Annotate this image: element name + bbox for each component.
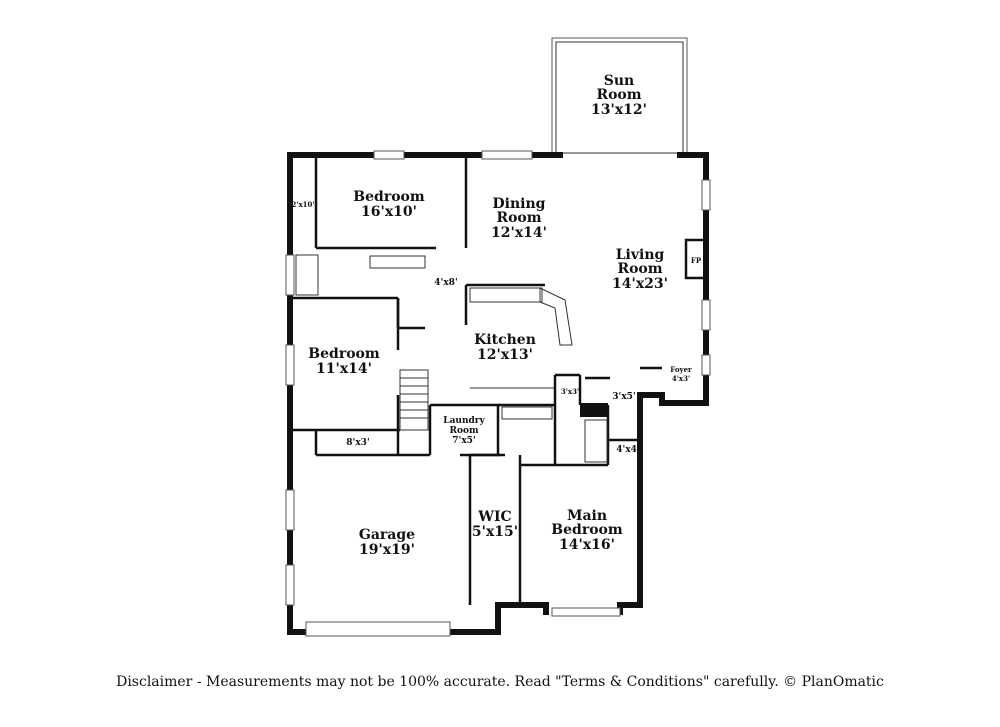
svg-text:14'x23': 14'x23'	[612, 276, 668, 292]
room-label-dining-room: Dining Room 12'x14'	[491, 196, 547, 241]
svg-text:5'x15': 5'x15'	[472, 524, 518, 540]
svg-text:Room: Room	[496, 210, 541, 226]
svg-text:Kitchen: Kitchen	[474, 332, 536, 348]
room-label-bedroom-top: Bedroom 16'x10'	[353, 189, 425, 220]
svg-text:12'x14': 12'x14'	[491, 225, 547, 241]
svg-text:Room: Room	[596, 87, 641, 103]
svg-text:4'x3': 4'x3'	[672, 374, 690, 383]
label-hall: 4'x8'	[434, 278, 457, 288]
svg-text:WIC: WIC	[477, 509, 511, 525]
svg-text:16'x10': 16'x10'	[361, 204, 417, 220]
stairs	[399, 369, 429, 431]
label-closet-3x5: 3'x5'	[612, 392, 635, 402]
interior-walls	[290, 158, 708, 605]
svg-text:19'x19': 19'x19'	[359, 542, 415, 558]
svg-text:Bedroom: Bedroom	[353, 189, 425, 205]
room-label-laundry-room: Laundry Room 7'x5'	[443, 416, 485, 446]
label-fireplace: FP	[691, 256, 702, 265]
room-label-wic: WIC 5'x15'	[472, 509, 518, 540]
room-label-kitchen: Kitchen 12'x13'	[474, 332, 536, 363]
sun-room-walls	[551, 37, 688, 154]
label-closet-3x3: 3'x3'	[561, 387, 579, 396]
svg-text:Laundry: Laundry	[443, 416, 485, 426]
svg-text:13'x12': 13'x12'	[591, 102, 647, 118]
room-label-bedroom-left: Bedroom 11'x14'	[308, 346, 380, 377]
room-label-sun-room: Sun Room 13'x12'	[591, 73, 647, 118]
svg-text:14'x16': 14'x16'	[559, 537, 615, 553]
room-label-living-room: Living Room 14'x23'	[612, 247, 668, 292]
svg-text:Garage: Garage	[359, 527, 415, 543]
svg-text:Foyer: Foyer	[670, 365, 692, 374]
label-closet-left: 8'x3'	[346, 438, 369, 448]
room-label-main-bedroom: Main Bedroom 14'x16'	[551, 508, 623, 553]
svg-text:Bedroom: Bedroom	[308, 346, 380, 362]
svg-text:11'x14': 11'x14'	[316, 361, 372, 377]
svg-text:Dining: Dining	[493, 196, 546, 212]
room-label-garage: Garage 19'x19'	[359, 527, 415, 558]
svg-text:Bedroom: Bedroom	[551, 522, 623, 538]
svg-text:Room: Room	[449, 426, 478, 436]
svg-text:Main: Main	[567, 508, 607, 524]
label-closet-top: 2'x10'	[291, 200, 314, 209]
svg-text:Room: Room	[617, 261, 662, 277]
svg-text:Living: Living	[616, 247, 665, 263]
svg-text:Sun: Sun	[604, 73, 634, 89]
room-label-foyer: Foyer 4'x3'	[670, 365, 692, 383]
disclaimer-text: Disclaimer - Measurements may not be 100…	[116, 674, 884, 690]
svg-text:12'x13': 12'x13'	[477, 347, 533, 363]
label-bath-4x4: 4'x4'	[616, 445, 639, 455]
windows	[285, 150, 711, 637]
svg-text:7'x5': 7'x5'	[452, 436, 475, 446]
